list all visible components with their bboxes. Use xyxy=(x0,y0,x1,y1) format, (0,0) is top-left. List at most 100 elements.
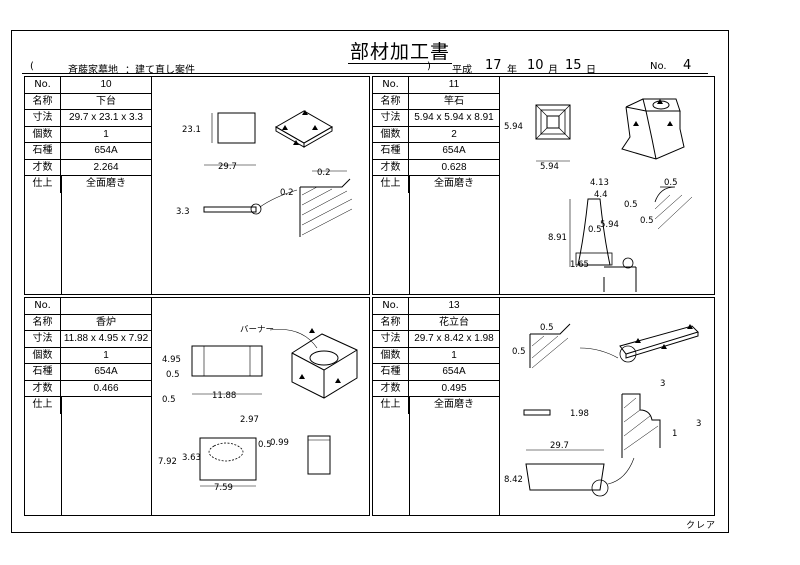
dim-chamfer-2: 0.2 xyxy=(280,188,294,198)
drawing-part-10: 23.1 29.7 3.3 0.2 0.2 xyxy=(176,110,353,237)
value-volume: 2.264 xyxy=(93,161,119,173)
header-open-paren: ( xyxy=(30,61,34,72)
label-finish: 仕上 xyxy=(373,176,409,193)
value-name: 下台 xyxy=(96,95,116,107)
dim-inner: 4.4 xyxy=(594,190,608,200)
dim-chamfer: 0.5 xyxy=(664,178,678,188)
dim-depth: 0.99 xyxy=(270,438,289,448)
dim-chamfer-1: 0.2 xyxy=(317,168,331,178)
document-title: 部材加工書 xyxy=(0,37,800,64)
drawing-incense-burner: 4.95 0.5 0.5 11.88 バーナー 2.97 0.5 0.99 7.… xyxy=(158,325,358,493)
header-note: ：建て直し案件 xyxy=(125,65,195,76)
header-day: 15 xyxy=(565,58,582,73)
value-finish: 全面磨き xyxy=(86,178,126,189)
drawing-part-11: 5.94 5.94 4.13 4.4 0.5 0.5 5.94 8.91 1.6… xyxy=(504,98,693,292)
value-no: 13 xyxy=(448,300,460,311)
section-view xyxy=(199,437,257,481)
label-volume: 才数 xyxy=(373,159,409,175)
header-day-label: 日 xyxy=(586,65,596,76)
label-volume: 才数 xyxy=(25,159,61,175)
dim-width: 11.88 xyxy=(212,391,236,401)
dim-height: 5.94 xyxy=(504,122,523,132)
label-count: 個数 xyxy=(25,126,61,142)
dim-thickness: 1.98 xyxy=(570,409,589,419)
value-count: 1 xyxy=(103,349,109,361)
dim-step: 0.5 xyxy=(166,370,180,380)
label-stone: 石種 xyxy=(25,364,61,380)
dim-step-2: 0.5 xyxy=(162,395,176,405)
label-stone: 石種 xyxy=(25,143,61,159)
dim-chamfer: 0.5 xyxy=(540,323,554,333)
value-finish xyxy=(61,397,151,414)
dim-bottom-width: 7.59 xyxy=(214,483,233,493)
dim-r: 0.5 xyxy=(258,440,272,450)
side-slab xyxy=(523,409,551,416)
footer-company: クレア xyxy=(685,521,716,531)
value-volume: 0.495 xyxy=(441,382,467,394)
profile-detail xyxy=(621,393,661,458)
header-month: 10 xyxy=(527,58,544,73)
dim-width: 29.7 xyxy=(218,162,237,172)
label-size: 寸法 xyxy=(25,110,61,126)
label-size: 寸法 xyxy=(25,331,61,347)
label-count: 個数 xyxy=(373,126,409,142)
header-month-label: 月 xyxy=(548,65,558,76)
header-year: 17 xyxy=(485,58,502,73)
value-name: 花立台 xyxy=(439,316,469,328)
value-size: 5.94 x 5.94 x 8.91 xyxy=(414,112,494,123)
dim-height: 4.95 xyxy=(162,355,181,365)
dim-width: 5.94 xyxy=(540,162,559,172)
dim-height: 23.1 xyxy=(182,125,201,135)
dim-mid: 0.5 xyxy=(588,225,602,235)
header-no-value: 4 xyxy=(683,58,692,73)
label-stone: 石種 xyxy=(373,364,409,380)
dim-thickness: 3.3 xyxy=(176,207,190,217)
header-no-label: No. xyxy=(650,61,667,72)
dim-chamfer-2: 0.5 xyxy=(512,347,526,357)
value-stone: 654A xyxy=(442,366,466,377)
value-no: 11 xyxy=(448,79,460,90)
value-volume: 0.466 xyxy=(93,382,119,394)
dim-top: 2.97 xyxy=(240,415,259,425)
value-stone: 654A xyxy=(94,366,118,377)
dim-inner: 3.63 xyxy=(182,453,201,463)
label-size: 寸法 xyxy=(373,331,409,347)
front-view xyxy=(217,112,256,144)
label-no: No. xyxy=(25,298,61,314)
dim-chamfer-2: 0.5 xyxy=(640,216,654,226)
dim-step-3: 1 xyxy=(672,429,677,439)
iso-pillar xyxy=(621,98,685,160)
side-view xyxy=(307,435,331,475)
label-no: No. xyxy=(373,298,409,314)
dim-height: 8.42 xyxy=(504,475,523,485)
header-era: 平成 xyxy=(452,65,472,76)
top-view xyxy=(535,104,571,140)
dim-total-height: 8.91 xyxy=(548,233,567,243)
value-volume: 0.628 xyxy=(441,161,467,173)
value-finish: 全面磨き xyxy=(434,399,474,410)
label-count: 個数 xyxy=(25,347,61,363)
value-count: 1 xyxy=(103,128,109,140)
side-plate xyxy=(203,206,257,213)
value-name: 香炉 xyxy=(96,316,116,328)
label-name: 名称 xyxy=(373,93,409,109)
dim-top: 4.13 xyxy=(590,178,609,188)
value-no: 10 xyxy=(100,79,112,90)
iso-burner xyxy=(291,333,358,399)
label-stone: 石種 xyxy=(373,143,409,159)
value-finish: 全面磨き xyxy=(434,178,474,189)
front-view xyxy=(191,345,263,377)
label-burner: バーナー xyxy=(240,325,274,335)
value-stone: 654A xyxy=(94,145,118,156)
title-text: 部材加工書 xyxy=(347,41,452,64)
label-size: 寸法 xyxy=(373,110,409,126)
header-year-label: 年 xyxy=(507,65,517,76)
header-project: 斉藤家墓地 xyxy=(68,65,118,76)
value-no xyxy=(61,298,151,314)
